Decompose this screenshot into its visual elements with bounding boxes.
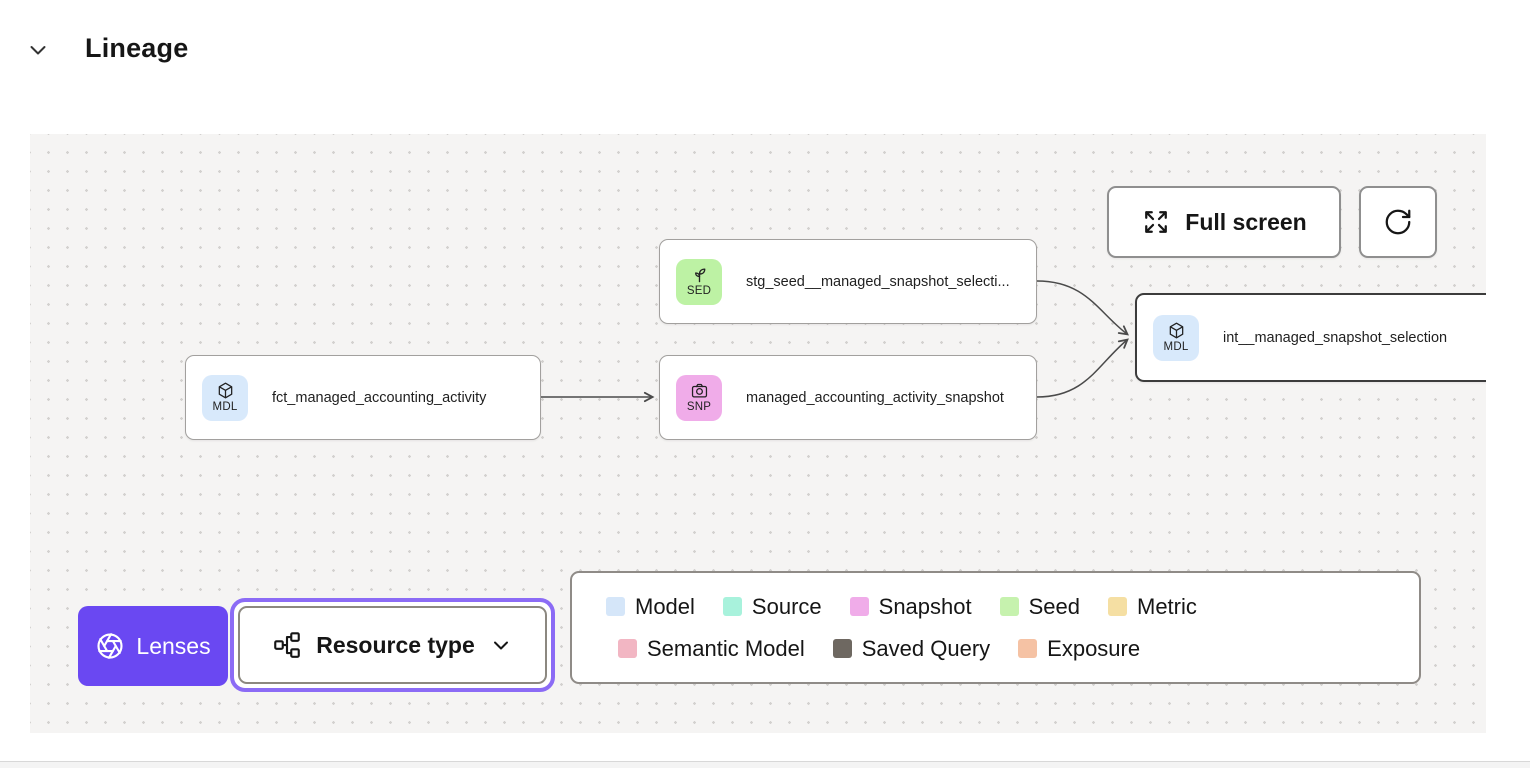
lineage-header: Lineage bbox=[0, 0, 1530, 100]
seed-badge-label: SED bbox=[686, 285, 712, 297]
snapshot-badge: SNP bbox=[676, 374, 722, 421]
chevron-down-icon bbox=[489, 633, 513, 657]
saved-query-swatch bbox=[832, 639, 852, 658]
model-cube-icon bbox=[1167, 321, 1186, 340]
lineage-node-fct-managed-accounting-activity[interactable]: MDL fct_managed_accounting_activity bbox=[185, 355, 541, 440]
aperture-icon bbox=[95, 631, 125, 661]
seed-icon bbox=[690, 265, 709, 284]
legend-item-saved-query: Saved Query bbox=[832, 636, 990, 662]
bottom-divider bbox=[0, 761, 1530, 768]
legend-item-metric: Metric bbox=[1108, 594, 1197, 620]
node-label: int__managed_snapshot_selection bbox=[1223, 329, 1448, 346]
refresh-button[interactable] bbox=[1359, 186, 1437, 258]
node-label: fct_managed_accounting_activity bbox=[272, 389, 487, 406]
lineage-canvas[interactable]: Full screen SED bbox=[30, 134, 1486, 733]
snapshot-camera-icon bbox=[690, 381, 709, 400]
lineage-node-snapshot[interactable]: SNP managed_accounting_activity_snapshot bbox=[659, 355, 1037, 440]
resource-tree-icon bbox=[272, 630, 302, 660]
resource-type-dropdown[interactable]: Resource type bbox=[238, 606, 547, 684]
exposure-swatch bbox=[1018, 639, 1038, 658]
seed-badge: SED bbox=[676, 258, 722, 305]
page-title: Lineage bbox=[85, 33, 189, 63]
edge-seed-to-int bbox=[1036, 280, 1129, 336]
legend-row-1: Model Source Snapshot Seed Metric bbox=[606, 594, 1409, 620]
edge-snp-to-int bbox=[1036, 338, 1129, 398]
legend-row-2: Semantic Model Saved Query Exposure bbox=[606, 636, 1409, 662]
lenses-button[interactable]: Lenses bbox=[78, 606, 228, 686]
fullscreen-button-label: Full screen bbox=[1185, 208, 1307, 235]
lenses-button-label: Lenses bbox=[136, 632, 211, 659]
node-label: managed_accounting_activity_snapshot bbox=[746, 389, 1004, 406]
source-swatch bbox=[722, 597, 742, 616]
model-badge-label: MDL bbox=[212, 401, 238, 413]
legend-item-exposure: Exposure bbox=[1018, 636, 1140, 662]
refresh-icon bbox=[1383, 207, 1413, 237]
model-badge-label: MDL bbox=[1163, 341, 1189, 353]
chevron-down-icon[interactable] bbox=[26, 38, 50, 62]
legend: Model Source Snapshot Seed Metric bbox=[570, 571, 1421, 684]
legend-item-seed: Seed bbox=[999, 594, 1080, 620]
legend-item-snapshot: Snapshot bbox=[849, 594, 972, 620]
semantic-model-swatch bbox=[618, 639, 637, 658]
legend-item-semantic-model: Semantic Model bbox=[618, 636, 805, 662]
model-badge: MDL bbox=[202, 374, 248, 421]
resource-type-label: Resource type bbox=[316, 631, 475, 658]
lineage-node-int-managed-snapshot-selection[interactable]: MDL int__managed_snapshot_selection bbox=[1135, 293, 1486, 382]
seed-swatch bbox=[999, 597, 1019, 616]
resource-type-focus-ring: Resource type bbox=[230, 598, 555, 692]
node-label: stg_seed__managed_snapshot_selecti... bbox=[746, 273, 1010, 290]
model-cube-icon bbox=[216, 381, 235, 400]
metric-swatch bbox=[1108, 597, 1127, 616]
lineage-node-seed[interactable]: SED stg_seed__managed_snapshot_selecti..… bbox=[659, 239, 1037, 324]
legend-item-source: Source bbox=[722, 594, 822, 620]
fullscreen-button[interactable]: Full screen bbox=[1107, 186, 1341, 258]
snapshot-badge-label: SNP bbox=[686, 401, 712, 413]
snapshot-swatch bbox=[849, 597, 869, 616]
model-swatch bbox=[606, 597, 625, 616]
model-badge: MDL bbox=[1153, 314, 1199, 361]
expand-icon bbox=[1141, 207, 1171, 237]
legend-item-model: Model bbox=[606, 594, 695, 620]
